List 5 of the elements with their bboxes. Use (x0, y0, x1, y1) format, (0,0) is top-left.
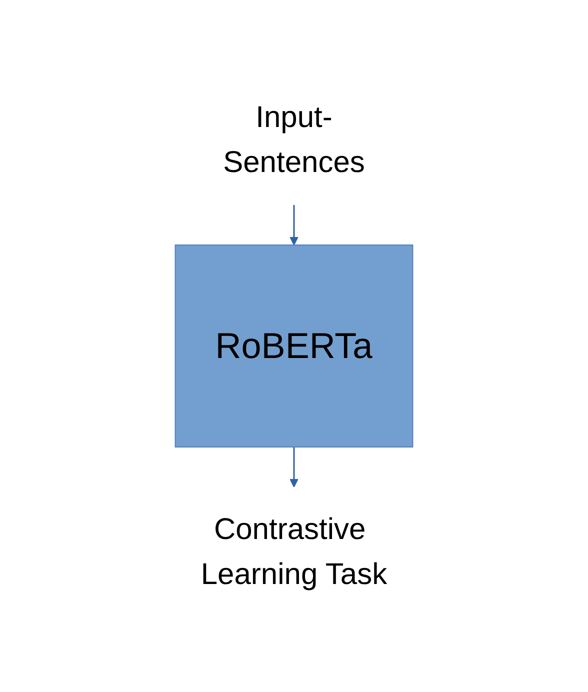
node-text: Contrastive Learning Task (200, 513, 388, 591)
node-box: RoBERTa (174, 244, 414, 448)
arrow (290, 447, 298, 488)
arrow (290, 205, 298, 246)
node-text: Input-Sentences (223, 101, 365, 179)
